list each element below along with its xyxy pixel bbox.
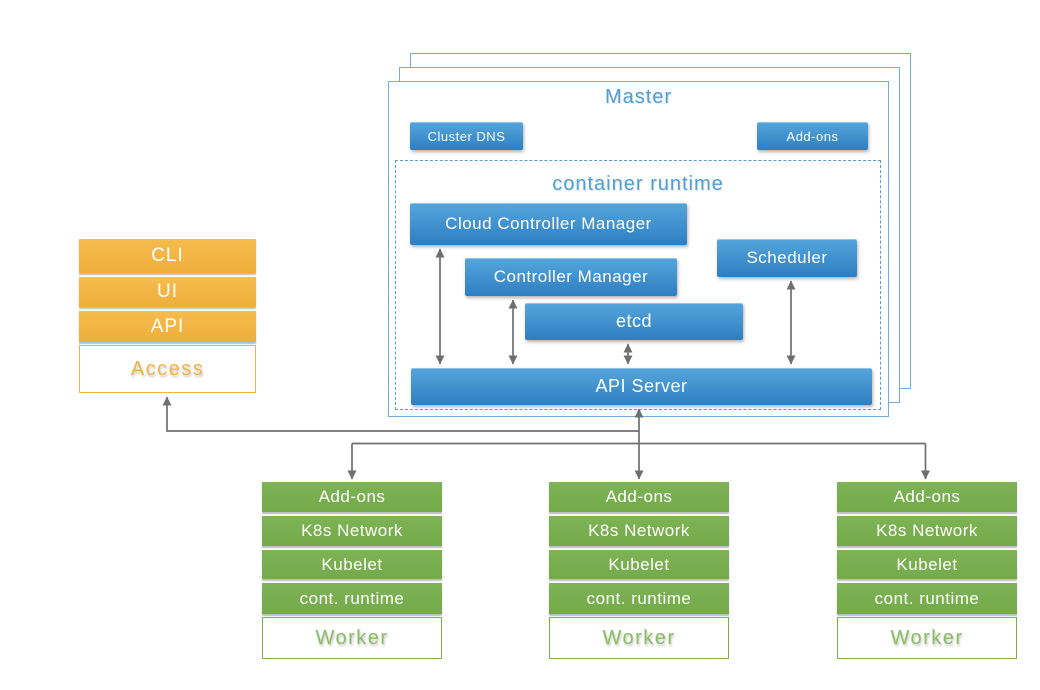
etcd-box: etcd: [525, 303, 743, 340]
worker-cont-runtime-bar: cont. runtime: [837, 583, 1017, 614]
api-server-box: API Server: [411, 368, 872, 405]
master-title: Master: [604, 86, 673, 108]
scheduler-box: Scheduler: [717, 239, 857, 277]
worker-kubelet-bar: Kubelet: [549, 550, 729, 579]
access-stack: CLI UI API Access: [79, 239, 256, 393]
controller-manager-box: Controller Manager: [465, 258, 677, 296]
access-ui-bar: UI: [79, 277, 256, 307]
worker-kubelet-bar: Kubelet: [837, 550, 1017, 579]
worker-cont-runtime-bar: cont. runtime: [549, 583, 729, 614]
worker-label-box: Worker: [837, 617, 1017, 659]
access-api-bar: API: [79, 311, 256, 342]
worker-addons-bar: Add-ons: [837, 482, 1017, 512]
cluster-dns-box: Cluster DNS: [410, 122, 523, 150]
worker-addons-bar: Add-ons: [262, 482, 442, 512]
access-cli-bar: CLI: [79, 239, 256, 273]
worker-label-box: Worker: [262, 617, 442, 659]
master-addons-box: Add-ons: [757, 122, 868, 150]
worker-k8s-network-bar: K8s Network: [262, 516, 442, 546]
container-runtime-label: container runtime: [552, 173, 724, 195]
worker-k8s-network-bar: K8s Network: [549, 516, 729, 546]
worker-node-1: Add-ons K8s Network Kubelet cont. runtim…: [262, 482, 442, 659]
worker-k8s-network-bar: K8s Network: [837, 516, 1017, 546]
worker-kubelet-bar: Kubelet: [262, 550, 442, 579]
worker-node-3: Add-ons K8s Network Kubelet cont. runtim…: [837, 482, 1017, 659]
worker-cont-runtime-bar: cont. runtime: [262, 583, 442, 614]
access-label-box: Access: [79, 345, 256, 393]
worker-label-box: Worker: [549, 617, 729, 659]
worker-node-2: Add-ons K8s Network Kubelet cont. runtim…: [549, 482, 729, 659]
worker-addons-bar: Add-ons: [549, 482, 729, 512]
cloud-controller-manager-box: Cloud Controller Manager: [410, 203, 687, 245]
